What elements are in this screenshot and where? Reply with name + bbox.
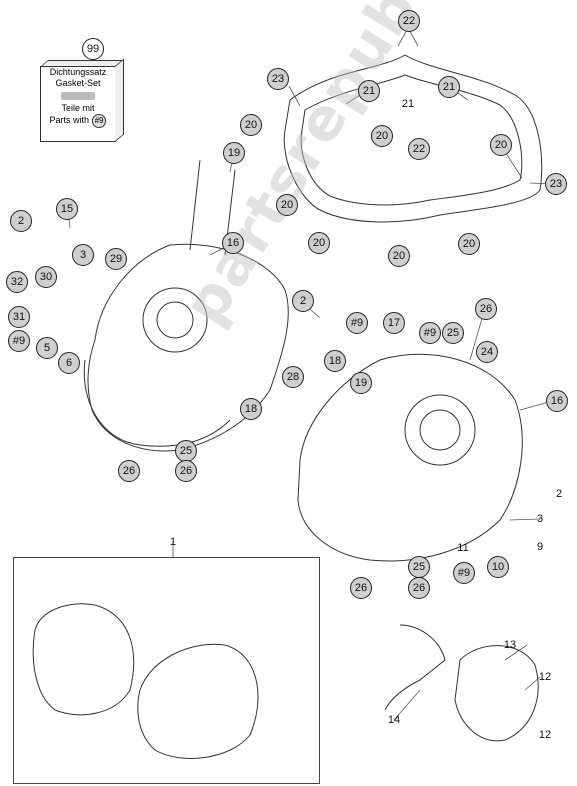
callout-21[interactable]: 21 [401,98,415,110]
callout-6[interactable]: 6 [58,352,80,374]
gasket-box-badge: #9 [91,114,107,128]
callout-20[interactable]: 20 [388,245,410,267]
callout-19[interactable]: 19 [223,142,245,164]
callout-12[interactable]: 12 [538,729,552,741]
callout-30[interactable]: 30 [35,266,57,288]
callout-26[interactable]: 26 [408,577,430,599]
callout-16[interactable]: 16 [546,390,568,412]
callout-20[interactable]: 20 [240,114,262,136]
right-crankcase-outline [297,353,523,562]
callout-28[interactable]: 28 [282,366,304,388]
callout-20[interactable]: 20 [308,232,330,254]
callout-3[interactable]: 3 [72,244,94,266]
callout-26[interactable]: 26 [350,577,372,599]
gasket-box-line2: Gasket-Set [55,78,101,88]
callout-#9[interactable]: #9 [346,312,368,334]
gasket-box-side [115,58,124,142]
callout-20[interactable]: 20 [276,194,298,216]
callout-20[interactable]: 20 [371,125,393,147]
callout-#9[interactable]: #9 [419,322,441,344]
left-crankcase-lower [83,359,231,447]
callout-12[interactable]: 12 [538,671,552,683]
gasket-box-line1: Dichtungssatz [49,67,107,77]
left-crankcase-outline [87,243,289,452]
gasket-box-line4: Parts with #9 [41,114,115,128]
callout-9[interactable]: 9 [536,541,544,553]
callout-19[interactable]: 19 [350,372,372,394]
callout-21[interactable]: 21 [358,80,380,102]
assembly-inset [13,557,320,784]
callout-11[interactable]: 11 [457,542,469,554]
gasket-box-line3: Teile mit [61,103,95,113]
callout-26[interactable]: 26 [118,460,140,482]
callout-22[interactable]: 22 [408,138,430,160]
callout-17[interactable]: 17 [383,312,405,334]
callout-26[interactable]: 26 [175,460,197,482]
callout-31[interactable]: 31 [8,306,30,328]
callout-18[interactable]: 18 [324,350,346,372]
callout-13[interactable]: 13 [503,639,517,651]
right-crankcase-bore [404,394,476,466]
callout-5[interactable]: 5 [36,337,58,359]
callout-#9[interactable]: #9 [453,562,475,584]
callout-15[interactable]: 15 [56,198,78,220]
stud-left [189,159,201,251]
left-crankcase-bore-inner [156,301,194,339]
gasket-set-box: Dichtungssatz Gasket-Set Teile mit Parts… [40,58,126,142]
gasket-box-face: Dichtungssatz Gasket-Set Teile mit Parts… [40,66,116,142]
gasket-cover-inner [300,74,523,206]
callout-32[interactable]: 32 [6,271,28,293]
inset-engine-right [137,643,259,759]
callout-2[interactable]: 2 [10,210,32,232]
left-crankcase-bore [142,287,208,353]
callout-14[interactable]: 14 [387,714,401,726]
callout-20[interactable]: 20 [490,134,512,156]
callout-21[interactable]: 21 [438,76,460,98]
callout-2[interactable]: 2 [555,488,563,500]
callout-23[interactable]: 23 [267,68,289,90]
callout-#9[interactable]: #9 [8,330,30,352]
callout-3[interactable]: 3 [536,513,544,525]
callout-25[interactable]: 25 [408,556,430,578]
callout-25[interactable]: 25 [442,322,464,344]
callout-29[interactable]: 29 [105,248,127,270]
starter-cover [454,645,539,742]
callout-26[interactable]: 26 [475,298,497,320]
callout-22[interactable]: 22 [398,10,420,32]
callout-2[interactable]: 2 [292,290,314,312]
callout-16[interactable]: 16 [222,232,244,254]
callout-20[interactable]: 20 [458,233,480,255]
gasket-cover-outline [283,54,543,223]
starter-arm [384,624,446,711]
callout-24[interactable]: 24 [476,341,498,363]
callout-99[interactable]: 99 [82,38,104,60]
right-crankcase-bore-inner [419,409,461,451]
callout-10[interactable]: 10 [487,556,509,578]
brand-logo [61,92,95,100]
callout-1[interactable]: 1 [169,536,177,548]
callout-23[interactable]: 23 [545,173,567,195]
inset-engine-left [32,603,135,716]
callout-25[interactable]: 25 [175,440,197,462]
callout-18[interactable]: 18 [240,398,262,420]
